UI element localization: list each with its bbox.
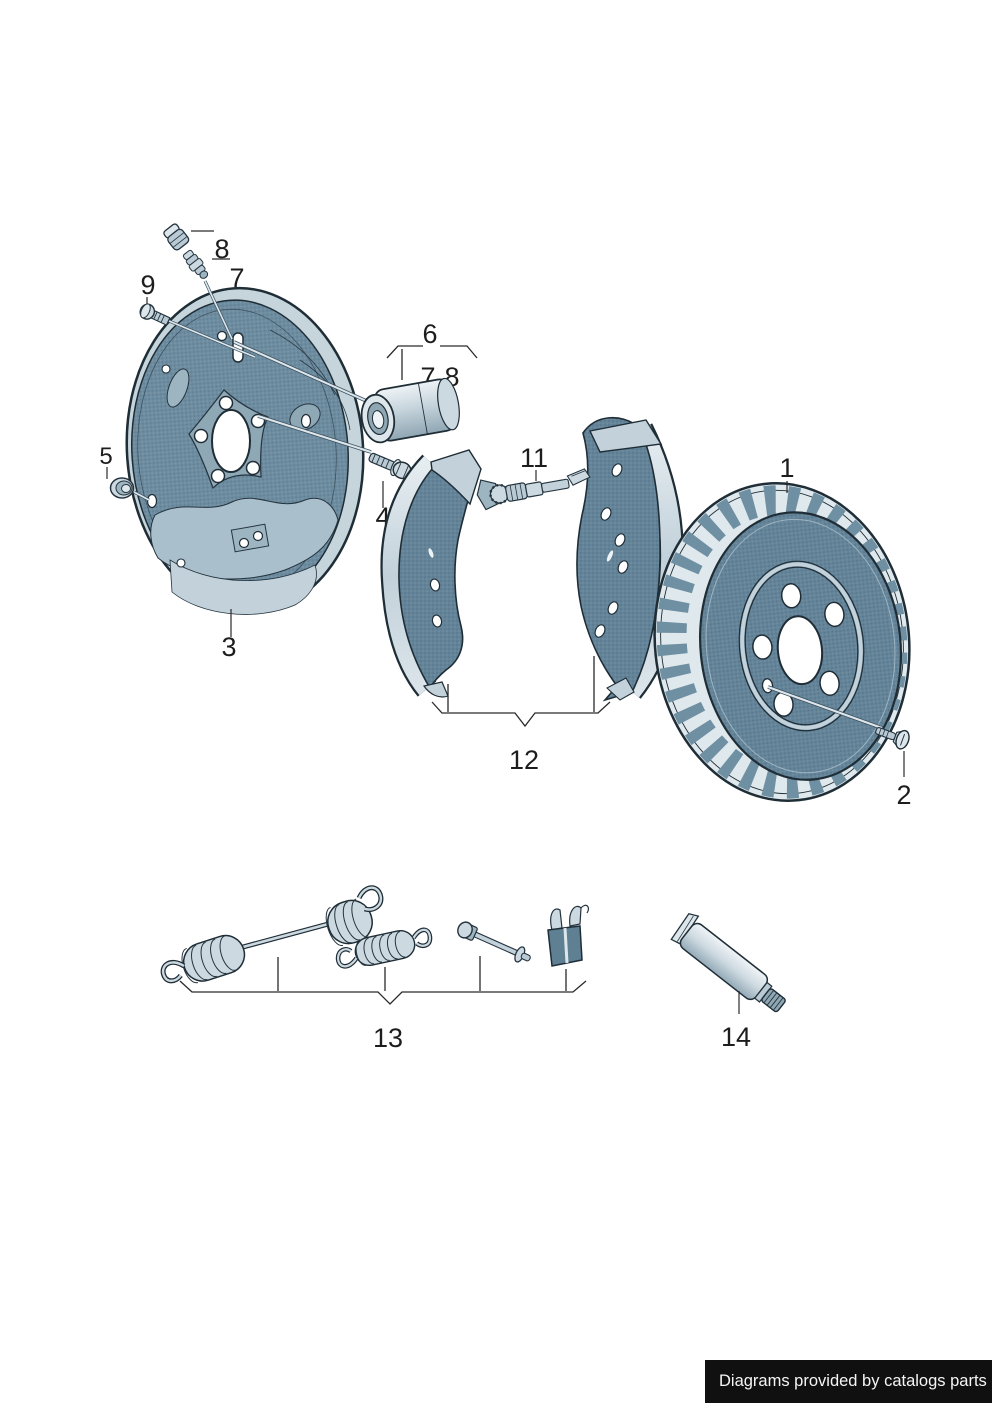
countersunk-screw: [875, 727, 910, 750]
provider-banner-text: Diagrams provided by catalogs parts: [719, 1372, 987, 1390]
callout-1: 1: [779, 453, 794, 483]
spring-long: [160, 885, 384, 984]
bleeder-valve: [182, 249, 209, 279]
brake-shoe-left: [380, 449, 482, 698]
callout-12-bracket: [431, 656, 611, 728]
callout-8: 8: [214, 234, 229, 264]
callout-14: 14: [721, 1022, 751, 1052]
callout-13-bracket: [179, 956, 587, 1005]
provider-banner: Diagrams provided by catalogs parts: [705, 1360, 992, 1403]
callout-13: 13: [373, 1023, 403, 1053]
leader-lines: [133, 280, 372, 502]
spring-short: [335, 927, 433, 969]
callout-9: 9: [140, 270, 155, 300]
callout-7: 7: [229, 263, 244, 293]
retaining-pin: [457, 921, 531, 963]
callout-2: 2: [896, 780, 911, 810]
callout-11: 11: [520, 443, 548, 473]
grease-tube: [670, 913, 786, 1013]
callout-3: 3: [221, 632, 236, 662]
plate-screw: [139, 303, 171, 326]
retaining-clip: [547, 904, 590, 967]
callout-12: 12: [509, 745, 539, 775]
wheel-cylinder: [360, 377, 460, 444]
adjuster-strut: [476, 468, 591, 511]
brake-drum: [653, 482, 911, 802]
sealing-plug: [109, 477, 135, 499]
callout-5: 5: [99, 443, 112, 470]
callout-6: 6: [422, 319, 437, 349]
callout-6-bracket: [386, 345, 478, 380]
bleeder-cap: [163, 223, 190, 251]
backing-plate: [125, 286, 365, 615]
